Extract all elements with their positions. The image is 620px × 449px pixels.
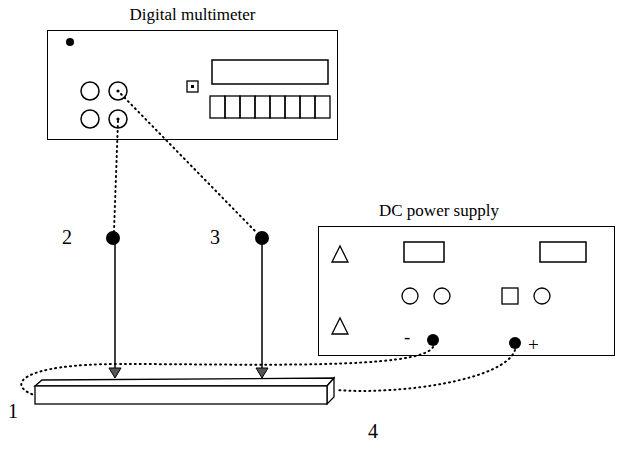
negative-terminal (427, 334, 439, 346)
keypad-key (210, 96, 225, 118)
keypad-key (255, 96, 270, 118)
keypad-key (315, 96, 330, 118)
terminal-sign: + (528, 334, 539, 356)
probe-needle (261, 238, 263, 372)
terminal-sign: - (404, 326, 410, 348)
keypad-key (285, 96, 300, 118)
input-jack (81, 110, 99, 128)
positive-terminal (509, 337, 521, 349)
wire (114, 121, 118, 231)
sample-bar-end (327, 378, 334, 404)
probe-needle (114, 238, 116, 372)
wire (121, 94, 257, 233)
probe-tip (109, 368, 121, 378)
wire (21, 347, 433, 395)
keypad-key (225, 96, 240, 118)
probe-head (106, 231, 120, 245)
input-jack (81, 82, 99, 100)
control-knob (402, 288, 418, 304)
keypad-key (270, 96, 285, 118)
switch (502, 288, 518, 304)
callout-number: 3 (210, 226, 220, 248)
control-knob (534, 288, 550, 304)
callout-number: 1 (8, 400, 18, 422)
meter-window (404, 242, 444, 262)
selector-button (187, 81, 198, 92)
adjust-knob-symbol (332, 246, 348, 262)
probe-tip (256, 368, 268, 378)
meter-window (540, 242, 586, 262)
node-title: Digital multimeter (48, 5, 337, 25)
display-window (212, 60, 328, 84)
node-title: DC power supply (379, 201, 499, 221)
multimeter-box: Digital multimeter (47, 30, 338, 140)
power-indicator (66, 38, 74, 46)
keypad-key (240, 96, 255, 118)
button-dot (191, 85, 194, 88)
jack-contact (116, 89, 119, 92)
callout-number: 2 (62, 226, 72, 248)
control-knob (434, 288, 450, 304)
adjust-knob-symbol (332, 318, 348, 334)
keypad-key (300, 96, 315, 118)
wire (336, 350, 515, 391)
sample-bar-top (35, 378, 334, 386)
power-supply-box: DC power supply (318, 226, 615, 356)
callout-number: 4 (368, 420, 378, 442)
sample-bar (35, 386, 327, 404)
